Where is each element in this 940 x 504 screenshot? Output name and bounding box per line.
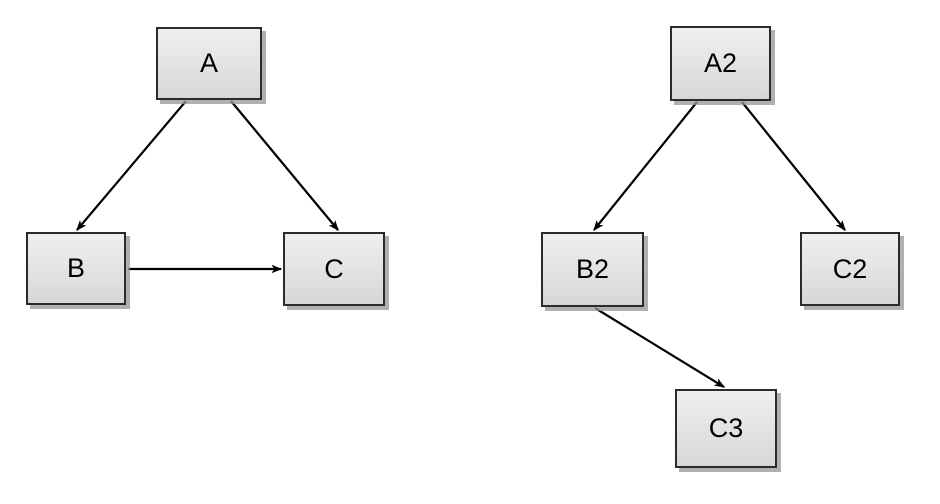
edge-B2-C3[interactable] xyxy=(594,307,724,388)
node-label: A2 xyxy=(703,48,738,78)
node-label: C3 xyxy=(708,413,744,443)
edge-A2-B2[interactable] xyxy=(593,101,698,230)
edge-A2-C2[interactable] xyxy=(741,101,846,230)
edge-A-C[interactable] xyxy=(230,100,339,230)
node-C[interactable]: C xyxy=(283,232,385,306)
node-B2[interactable]: B2 xyxy=(541,232,644,307)
edges-group xyxy=(76,100,846,388)
node-label: C xyxy=(324,253,344,284)
node-label: C2 xyxy=(832,253,868,284)
node-label: B2 xyxy=(575,254,610,284)
node-C2[interactable]: C2 xyxy=(800,232,900,306)
node-label: B xyxy=(66,253,85,283)
node-A2[interactable]: A2 xyxy=(670,26,771,101)
node-label: A xyxy=(199,48,218,78)
node-A[interactable]: A xyxy=(156,27,262,100)
node-C3[interactable]: C3 xyxy=(675,389,777,468)
node-B[interactable]: B xyxy=(26,232,126,305)
edge-A-B[interactable] xyxy=(76,100,187,230)
